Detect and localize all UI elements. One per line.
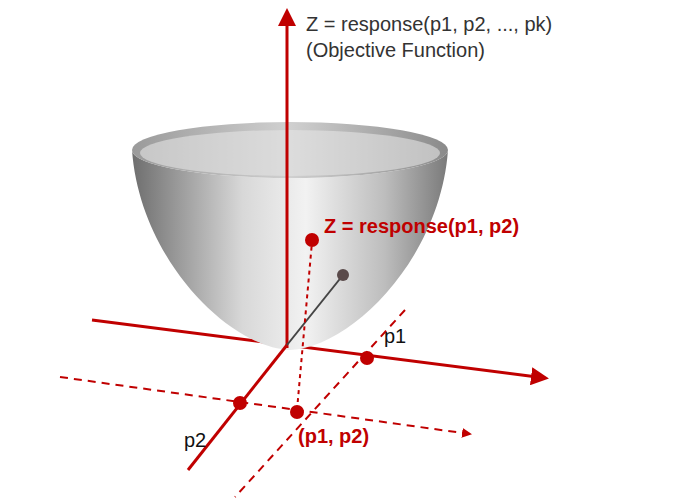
dashed-p1-parallel [60, 377, 470, 434]
projection-line [287, 275, 343, 345]
axis-label: p2 [184, 428, 206, 452]
point-label: Z = response(p1, p2) [324, 214, 519, 238]
paraboloid-inner [140, 130, 440, 176]
inner-point [337, 269, 349, 281]
point-label: (p1, p2) [298, 424, 369, 448]
dashed-p2-parallel [235, 310, 405, 497]
p2-dot [233, 396, 247, 410]
axis-label: p1 [384, 324, 406, 348]
paraboloid-body [132, 150, 448, 350]
p1-dot [360, 351, 374, 365]
point-dot [290, 405, 304, 419]
z-dot [305, 233, 319, 247]
axis-title: Z = response(p1, p2, ..., pk) [306, 12, 552, 36]
dashed-vertical [297, 242, 312, 410]
z-axis [286, 12, 289, 348]
paraboloid-rim [132, 122, 448, 178]
axis-subtitle: (Objective Function) [306, 38, 485, 62]
